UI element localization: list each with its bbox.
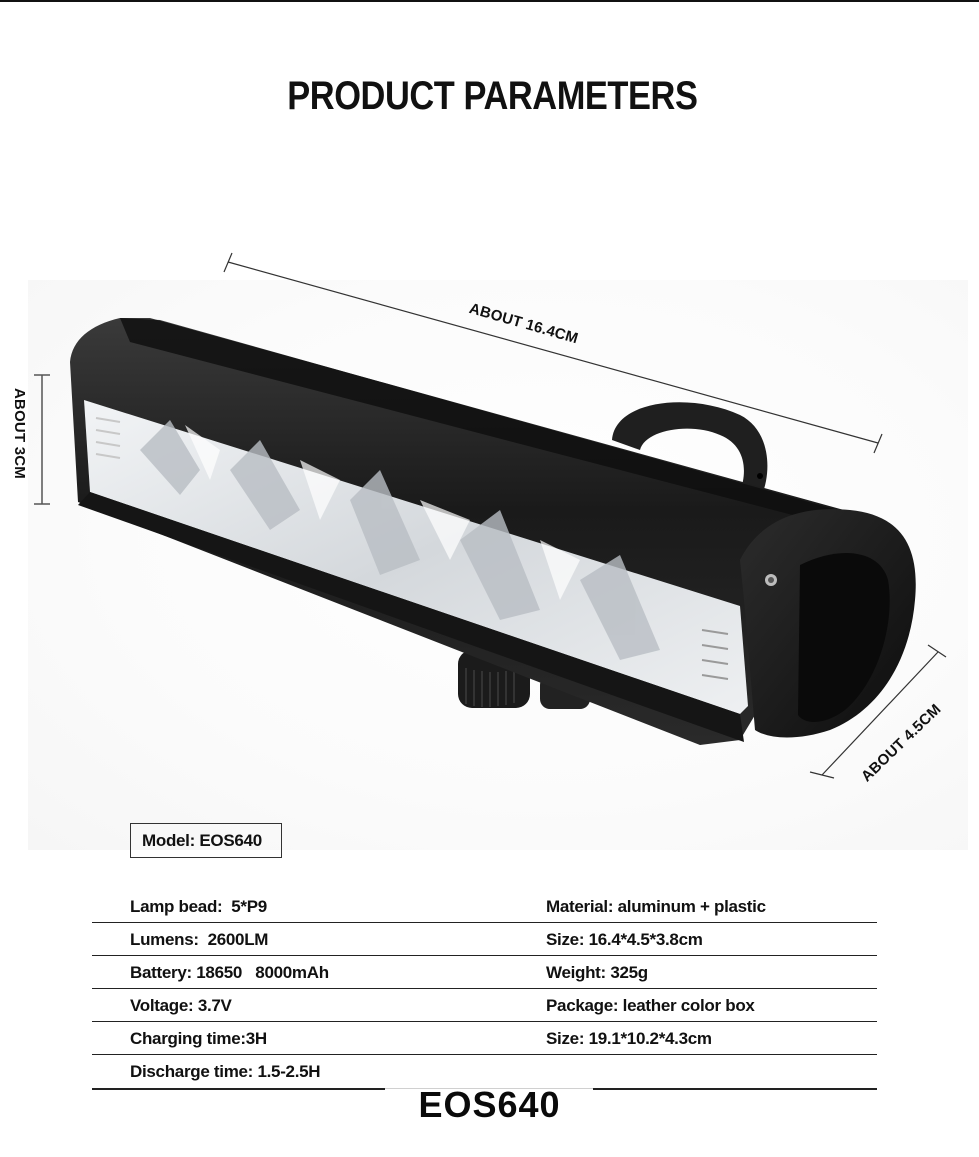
table-bottom-rule-faded — [385, 1088, 593, 1089]
spec-row: Lamp bead: 5*P9 Material: aluminum + pla… — [92, 890, 877, 923]
spec-table: Lamp bead: 5*P9 Material: aluminum + pla… — [92, 890, 877, 1088]
page-title: PRODUCT PARAMETERS — [287, 74, 698, 118]
spec-lamp-bead: Lamp bead: 5*P9 — [130, 897, 267, 916]
table-bottom-rule — [593, 1088, 877, 1090]
depth-dimension-line — [809, 644, 947, 779]
top-border — [0, 0, 979, 2]
spec-voltage: Voltage: 3.7V — [130, 996, 232, 1015]
spec-row: Battery: 18650 8000mAh Weight: 325g — [92, 956, 877, 989]
model-watermark: EOS640 — [418, 1084, 561, 1125]
spec-weight: Weight: 325g — [546, 963, 648, 982]
light-body — [70, 318, 880, 745]
product-image — [34, 252, 947, 779]
spec-row: Charging time:3H Size: 19.1*10.2*4.3cm — [92, 1022, 877, 1055]
model-label-box: Model: EOS640 — [130, 823, 282, 858]
model-label: Model: EOS640 — [142, 830, 262, 850]
spec-row: Lumens: 2600LM Size: 16.4*4.5*3.8cm — [92, 923, 877, 956]
spec-size: Size: 16.4*4.5*3.8cm — [546, 930, 703, 949]
spec-package: Package: leather color box — [546, 996, 755, 1015]
height-dimension-label: ABOUT 3CM — [11, 388, 28, 479]
handlebar-mount — [612, 402, 768, 495]
spec-battery: Battery: 18650 8000mAh — [130, 963, 329, 982]
table-bottom-rule — [92, 1088, 385, 1090]
spec-package-size: Size: 19.1*10.2*4.3cm — [546, 1029, 712, 1048]
spec-material: Material: aluminum + plastic — [546, 897, 766, 916]
length-dimension-line — [223, 252, 883, 454]
height-dimension-line — [34, 374, 50, 505]
spec-lumens: Lumens: 2600LM — [130, 930, 269, 949]
end-cap — [740, 509, 916, 738]
spec-row: Discharge time: 1.5-2.5H — [92, 1055, 877, 1088]
spec-row: Voltage: 3.7V Package: leather color box — [92, 989, 877, 1022]
spec-charging-time: Charging time:3H — [130, 1029, 267, 1048]
spec-discharge-time: Discharge time: 1.5-2.5H — [130, 1062, 321, 1081]
